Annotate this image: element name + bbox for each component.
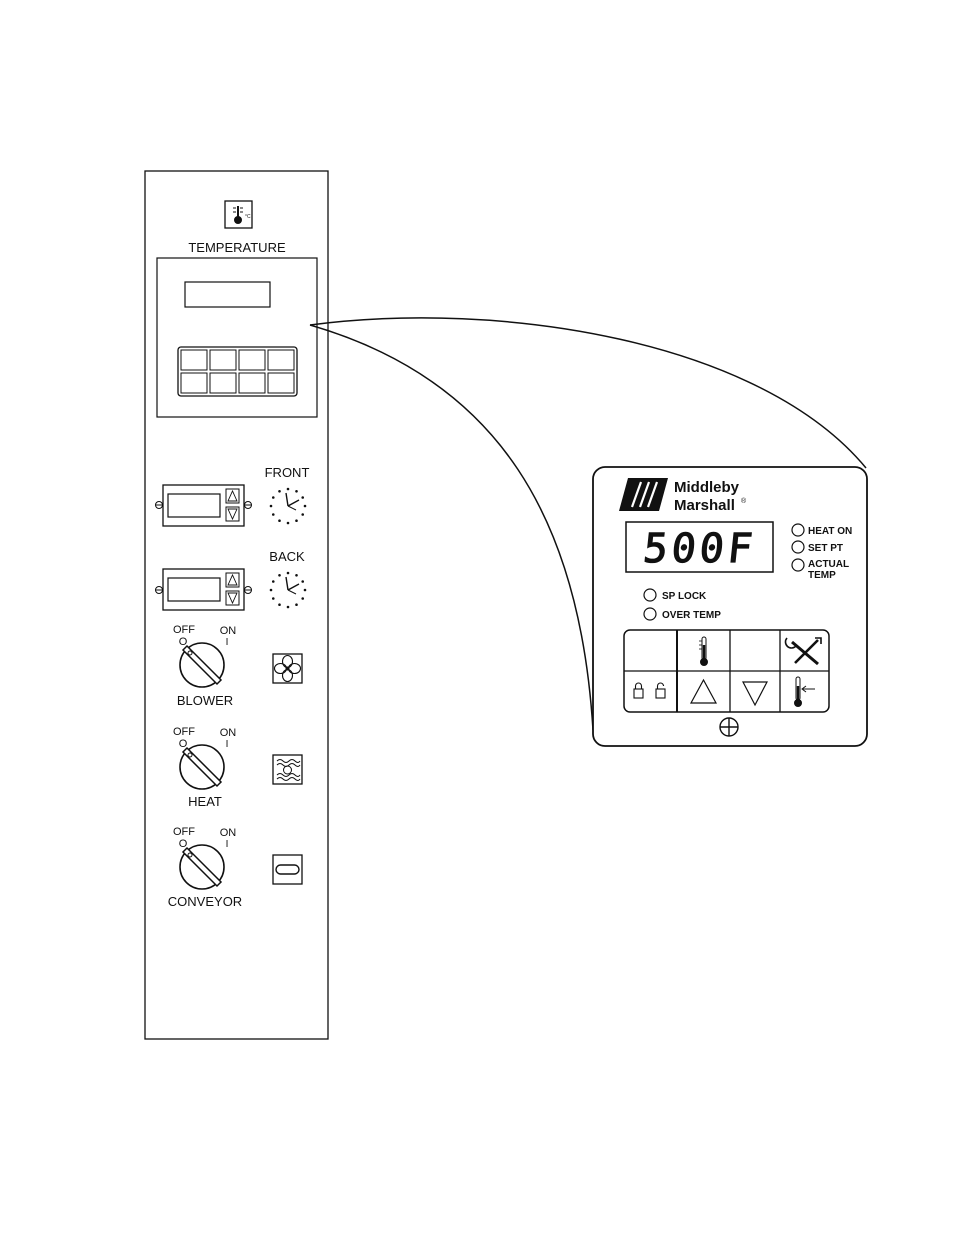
conveyor-icon xyxy=(273,855,302,884)
heat-label: HEAT xyxy=(188,794,222,809)
actual-temp-label-line1: ACTUAL xyxy=(808,559,849,570)
blower-on-symbol: I xyxy=(226,637,229,648)
keypad-key[interactable] xyxy=(181,350,207,370)
conveyor-on-symbol: I xyxy=(226,839,229,850)
heat-on-label: HEAT ON xyxy=(808,526,852,537)
svg-text:°C: °C xyxy=(245,214,251,220)
set-pt-label: SET PT xyxy=(808,543,843,554)
display-readout: 500F xyxy=(641,526,758,572)
back-label: BACK xyxy=(269,549,305,564)
temperature-controller-display xyxy=(185,282,270,307)
heat-switch[interactable] xyxy=(180,745,224,789)
conveyor-on-label: ON xyxy=(220,827,237,839)
clock-icon xyxy=(270,488,307,525)
keypad-key[interactable] xyxy=(268,350,294,370)
front-label: FRONT xyxy=(265,465,310,480)
back-conveyor-timer xyxy=(155,569,252,610)
blower-off-symbol: O xyxy=(179,636,188,648)
heat-off-symbol: O xyxy=(179,738,188,750)
blower-off-label: OFF xyxy=(173,624,195,636)
keypad-key[interactable] xyxy=(210,373,236,393)
heat-on-symbol: I xyxy=(226,739,229,750)
conveyor-off-symbol: O xyxy=(179,838,188,850)
blower-label: BLOWER xyxy=(177,693,233,708)
keypad-key[interactable] xyxy=(239,350,265,370)
conveyor-off-label: OFF xyxy=(173,826,195,838)
over-temp-label: OVER TEMP xyxy=(662,610,721,621)
conveyor-switch[interactable] xyxy=(180,845,224,889)
heat-icon xyxy=(273,755,302,784)
callout-line-bottom xyxy=(310,325,593,730)
front-timer-display xyxy=(168,494,220,517)
brand-registered-mark: ® xyxy=(741,497,747,505)
down-arrow-icon xyxy=(228,509,237,519)
keypad-key[interactable] xyxy=(268,373,294,393)
keypad-key[interactable] xyxy=(210,350,236,370)
blower-switch[interactable] xyxy=(180,643,224,687)
temperature-label: TEMPERATURE xyxy=(188,240,286,255)
brand-name-line2: Marshall xyxy=(674,497,735,514)
sp-lock-label: SP LOCK xyxy=(662,591,707,602)
fan-icon xyxy=(273,654,302,683)
thermometer-icon: °C xyxy=(225,201,252,228)
actual-temp-label-line2: TEMP xyxy=(808,570,836,581)
brand-name-line1: Middleby xyxy=(674,479,740,496)
blower-on-label: ON xyxy=(220,625,237,637)
heat-off-label: OFF xyxy=(173,726,195,738)
down-arrow-icon xyxy=(228,593,237,603)
heat-on-label: ON xyxy=(220,727,237,739)
callout-line-top xyxy=(310,318,866,468)
conveyor-label: CONVEYOR xyxy=(168,894,242,909)
back-timer-display xyxy=(168,578,220,601)
plus-circle-icon xyxy=(720,718,738,736)
keypad-key[interactable] xyxy=(239,373,265,393)
clock-icon xyxy=(270,572,307,609)
up-arrow-icon xyxy=(228,575,237,585)
temperature-controller-keypad xyxy=(178,347,297,396)
up-arrow-icon xyxy=(228,491,237,501)
front-conveyor-timer xyxy=(155,485,252,526)
keypad-key[interactable] xyxy=(181,373,207,393)
